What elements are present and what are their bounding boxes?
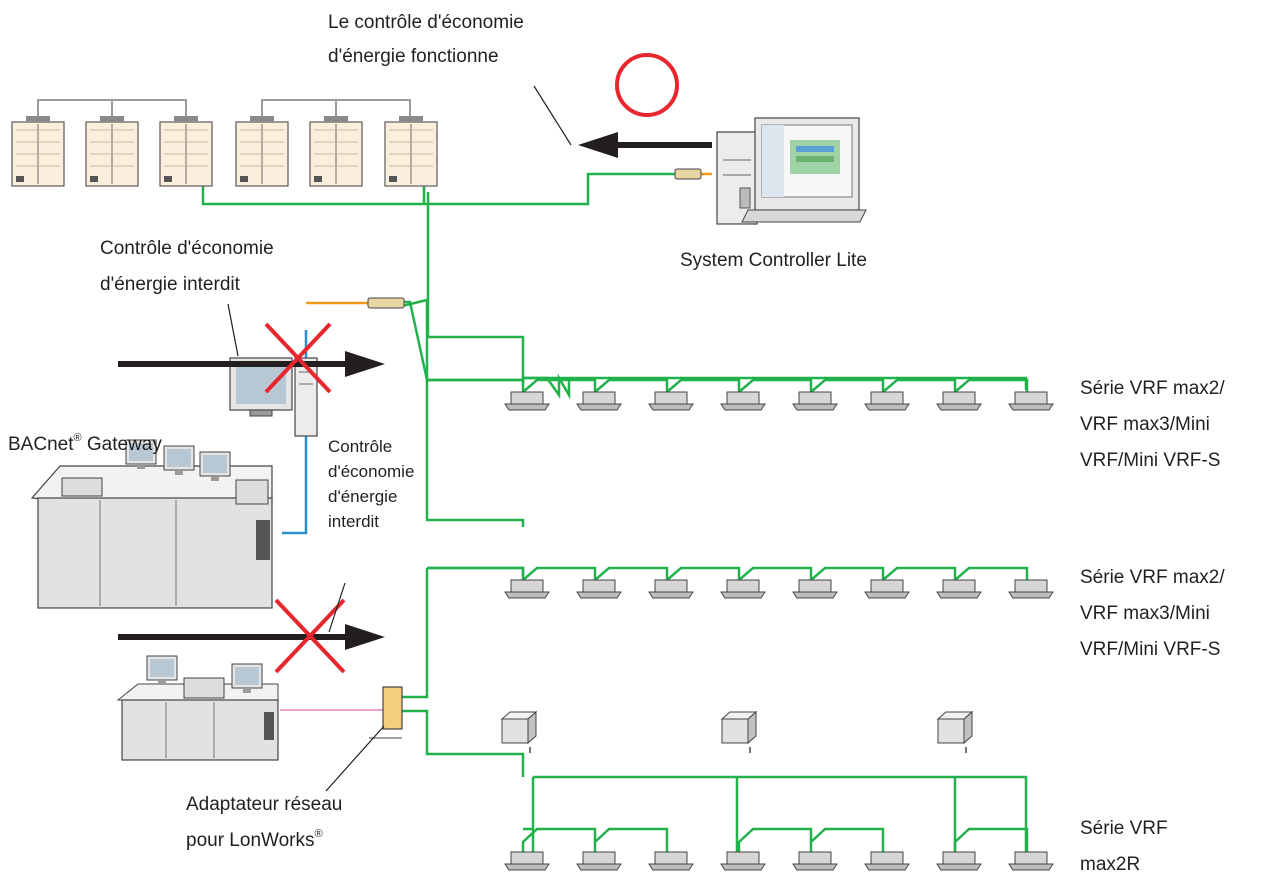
leader-line (533, 85, 572, 146)
network-lines (201, 172, 1028, 852)
connector-plug (674, 168, 702, 180)
leader-line (227, 303, 239, 357)
label-lonworks-adapter-1: Adaptateur réseau (186, 794, 342, 815)
label-series-1-line-2: VRF max3/Mini (1080, 414, 1210, 435)
label-series-3-line-1: Série VRF (1080, 818, 1168, 839)
label-side-forbidden-3: d'énergie (328, 487, 397, 506)
outdoor-unit (235, 115, 289, 187)
indoor-branches (427, 378, 1029, 852)
outdoor-unit (159, 115, 213, 187)
bs-boxes (501, 711, 973, 754)
bacnet-gateway (30, 357, 318, 609)
label-energy-control-forbidden-1: Contrôle d'économie (100, 238, 274, 259)
label-energy-control-forbidden-2: d'énergie interdit (100, 274, 241, 295)
label-series-2-line-1: Série VRF max2/ (1080, 567, 1225, 588)
label-system-controller-lite: System Controller Lite (680, 250, 867, 271)
forbidden-arrow-2 (118, 624, 385, 650)
allowed-arrow (578, 132, 712, 158)
label-series-3-line-2: max2R (1080, 854, 1140, 875)
system-controller-lite-pc (716, 117, 867, 225)
leader-line (328, 582, 346, 633)
label-series-2-line-3: VRF/Mini VRF-S (1080, 639, 1220, 660)
label-side-forbidden-1: Contrôle (328, 437, 392, 456)
lonworks-adapter (369, 686, 403, 739)
outdoor-unit (309, 115, 363, 187)
connector-plug (367, 297, 405, 309)
label-bacnet-gateway: BACnet® Gateway (8, 432, 162, 455)
outdoor-unit (384, 115, 438, 187)
label-series-1-line-1: Série VRF max2/ (1080, 378, 1225, 399)
indoor-units-row-2 (504, 579, 1054, 599)
leader-line (325, 725, 385, 792)
label-energy-control-works-1: Le contrôle d'économie (328, 12, 524, 33)
label-side-forbidden-2: d'économie (328, 462, 414, 481)
outdoor-units (11, 99, 438, 187)
label-lonworks-adapter-2: pour LonWorks® (186, 828, 323, 851)
label-series-1-line-3: VRF/Mini VRF-S (1080, 450, 1220, 471)
allowed-circle (615, 53, 679, 117)
label-side-forbidden-4: interdit (328, 512, 379, 531)
outdoor-unit (85, 115, 139, 187)
forbidden-cross-2 (274, 598, 346, 674)
outdoor-unit (11, 115, 65, 187)
label-series-2-line-2: VRF max3/Mini (1080, 603, 1210, 624)
label-energy-control-works-2: d'énergie fonctionne (328, 46, 499, 67)
indoor-units-row-3 (504, 851, 1054, 871)
forbidden-cross-1 (264, 322, 332, 394)
indoor-units-row-1 (504, 391, 1054, 411)
forbidden-arrow-1 (118, 351, 385, 377)
lonworks-console (116, 655, 279, 761)
